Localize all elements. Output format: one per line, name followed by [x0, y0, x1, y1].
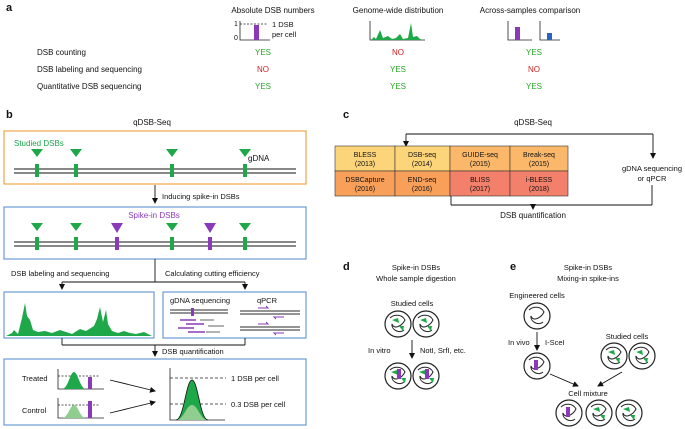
control-plot: [57, 398, 104, 419]
absolute-dsb-icon: 1 0 1 DSB per cell: [234, 20, 297, 42]
efficiency-box: [162, 291, 307, 339]
spike-in-markers: [31, 223, 251, 250]
val-r2-c2: YES: [390, 65, 406, 74]
val-r2-c1: NO: [257, 65, 269, 74]
method-dsb-seq-year: (2014): [412, 161, 432, 168]
method-dsb-seq: DSB-seq: [408, 152, 436, 159]
method-guide-seq: GUIDE-seq: [462, 152, 498, 159]
genome-wide-icon: [369, 21, 425, 41]
studied-dsb-markers: [31, 149, 251, 177]
purple-bar: [254, 25, 259, 40]
method-bliss-year: (2017): [470, 186, 490, 193]
panel-c-label: c: [343, 109, 349, 121]
methods-grid: BLESS (2013) DSB-seq (2014) GUIDE-seq (2…: [334, 145, 569, 197]
qpcr-illustration: [240, 305, 300, 336]
cut-engineered-cell: [523, 352, 551, 380]
i-scei-label: I-SceI: [545, 338, 565, 347]
calculating-label: Calculating cutting efficiency: [165, 269, 260, 278]
gdna-seq-illustration: [170, 308, 228, 333]
val-r2-c3: NO: [528, 65, 540, 74]
panel-a-label: a: [6, 2, 13, 14]
panel-e-title-line2: Mixing-in spike-ins: [557, 274, 619, 283]
panel-d-label: d: [343, 261, 350, 273]
cell-mixture-illustration: [555, 399, 643, 427]
panel-b-title: qDSB-Seq: [133, 118, 171, 127]
panel-d: d Spike-in DSBs Whole sample digestion S…: [343, 261, 466, 390]
studied-cells-d: Studied cells: [391, 299, 434, 308]
panel-e-title-line1: Spike-in DSBs: [564, 263, 613, 272]
col-across-samples-comparison: Across-samples comparison: [480, 6, 580, 15]
panel-e: e Spike-in DSBs Mixing-in spike-ins Engi…: [508, 261, 656, 427]
val-r1-c1: YES: [255, 48, 271, 57]
point3-dsb-per-cell: 0.3 DSB per cell: [231, 400, 286, 409]
panel-a: a Absolute DSB numbers Genome-wide distr…: [6, 2, 580, 91]
val-r1-c2: NO: [392, 48, 404, 57]
panel-d-title-line2: Whole sample digestion: [376, 274, 456, 283]
val-r3-c3: YES: [526, 82, 542, 91]
treated-label: Treated: [22, 374, 48, 383]
row-dsb-counting: DSB counting: [37, 48, 86, 57]
result-plot: [169, 368, 226, 421]
quantification-box: [3, 358, 307, 426]
method-dsbcapture: DSBCapture: [345, 177, 384, 184]
control-label: Control: [22, 406, 47, 415]
col-genome-wide-distribution: Genome-wide distribution: [353, 6, 444, 15]
method-dsbcapture-year: (2016): [355, 186, 375, 193]
across-samples-icon: [507, 21, 560, 41]
sequencing-track: [6, 303, 152, 336]
in-vivo-label: In vivo: [508, 338, 530, 347]
studied-cells-e: Studied cells: [606, 332, 649, 341]
icon-axis-top: 1: [234, 21, 238, 28]
method-end-seq-year: (2016): [412, 186, 432, 193]
method-break-seq-year: (2015): [529, 161, 549, 168]
col-absolute-dsb-numbers: Absolute DSB numbers: [231, 6, 314, 15]
method-break-seq: Break-seq: [523, 152, 555, 159]
icon-text-line2: per cell: [272, 30, 297, 39]
method-end-seq: END-seq: [408, 177, 437, 184]
icon-text-line1: 1 DSB: [272, 20, 294, 29]
panel-d-title-line1: Spike-in DSBs: [392, 263, 441, 272]
engineered-cells-label: Engineered cells: [509, 291, 565, 300]
val-r3-c1: YES: [255, 82, 271, 91]
treated-plot: [57, 369, 104, 390]
labeling-label: DSB labeling and sequencing: [11, 269, 109, 278]
panel-b-label: b: [6, 109, 13, 121]
panel-e-label: e: [510, 261, 516, 273]
method-i-bless-year: (2018): [529, 186, 549, 193]
gdna-seq-label: gDNA sequencing: [170, 296, 230, 305]
studied-cells-d-illustration: [384, 310, 440, 338]
panel-b: b qDSB-Seq Studied DSBs gDNA Inducing sp…: [3, 109, 307, 426]
method-i-bless: i-BLESS: [526, 177, 553, 184]
panel-c-title: qDSB-Seq: [514, 118, 552, 127]
panel-c: c qDSB-Seq BLESS (2013) DSB-seq (2014) G…: [334, 109, 682, 220]
engineered-cell: [523, 302, 551, 330]
method-bless-year: (2013): [355, 161, 375, 168]
icon-axis-bottom: 0: [234, 35, 238, 42]
method-guide-seq-year: (2015): [470, 161, 490, 168]
studied-cells-e-illustration: [600, 342, 656, 370]
studied-dsbs-label: Studied DSBs: [14, 139, 64, 148]
val-r1-c3: YES: [526, 48, 542, 57]
cell-mixture-label: Cell mixture: [568, 389, 608, 398]
spike-in-label: Spike-in DSBs: [128, 211, 180, 220]
quantification-label-b: DSB quantification: [162, 347, 224, 356]
gdna-or-qpcr-line2: or qPCR: [638, 174, 667, 183]
method-bless: BLESS: [354, 152, 377, 159]
val-r3-c2: YES: [390, 82, 406, 91]
row-quantitative-dsb-seq: Quantitative DSB sequencing: [37, 82, 142, 91]
one-dsb-per-cell: 1 DSB per cell: [231, 374, 279, 383]
enzymes-label: NotI, SrfI, etc.: [420, 346, 466, 355]
qpcr-label: qPCR: [257, 296, 278, 305]
method-bliss: BLISS: [470, 177, 490, 184]
sequencing-track-box: [3, 291, 155, 339]
digested-cells-d-illustration: [384, 362, 440, 390]
gdna-label: gDNA: [248, 154, 270, 163]
gdna-or-qpcr-line1: gDNA sequencing: [622, 164, 682, 173]
inducing-label: Inducing spike-in DSBs: [162, 192, 240, 201]
row-dsb-labeling: DSB labeling and sequencing: [37, 65, 142, 74]
quantification-label-c: DSB quantification: [500, 211, 566, 220]
in-vitro-label: In vitro: [368, 346, 391, 355]
studied-dsbs-box: [3, 130, 307, 185]
